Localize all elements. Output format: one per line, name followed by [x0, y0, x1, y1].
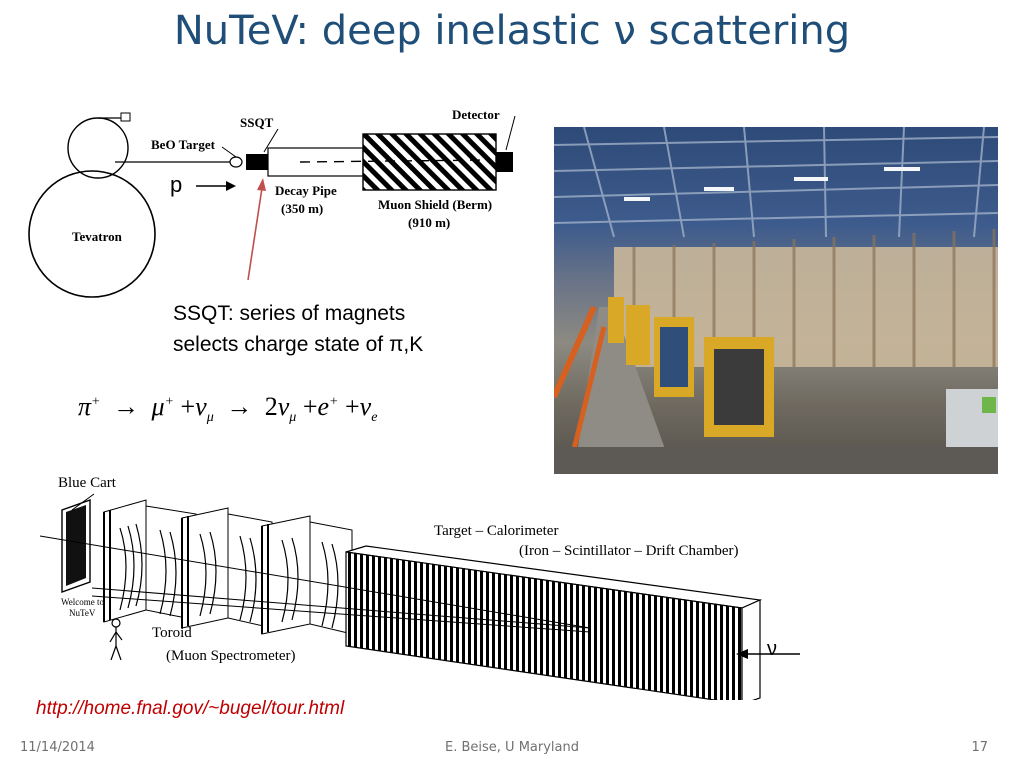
beamline-diagram: Tevatron BeO Target SSQT Detector p Deca…	[0, 0, 540, 320]
decay-equation: π+ → μ+ +νμ → 2νμ +e+ +νe	[78, 392, 377, 426]
eq-plus-3: +	[345, 392, 360, 421]
neutrino-beam-label: ν	[767, 638, 777, 660]
eq-nu-3: ν	[359, 392, 372, 421]
eq-plus-1: +	[180, 392, 196, 421]
proton-label: p	[170, 172, 183, 197]
eq-arrow-2: →	[226, 392, 253, 421]
eq-mu-charge: +	[164, 394, 174, 410]
tevatron-label: Tevatron	[72, 229, 122, 244]
muon-shield-label: Muon Shield (Berm)	[378, 197, 493, 212]
welcome-sign-line2: NuTeV	[69, 608, 96, 618]
nutev-detector-diagram: Blue Cart Target – Calorimeter (Iron – S…	[0, 470, 800, 700]
toroid-label: Toroid	[152, 625, 192, 641]
slide-title: NuTeV: deep inelastic ν scattering	[173, 8, 851, 54]
target-calorimeter-label: Target – Calorimeter	[434, 523, 559, 539]
welcome-sign-line1: Welcome to	[61, 597, 105, 607]
eq-e: e	[317, 392, 330, 421]
calorimeter-parts-label: (Iron – Scintillator – Drift Chamber)	[519, 543, 739, 559]
ssqt-note: SSQT: series of magnets selects charge s…	[173, 298, 423, 360]
eq-plus-2: +	[302, 392, 318, 421]
decay-pipe-label: Decay Pipe	[275, 183, 337, 198]
nutev-detector-drawing	[39, 493, 800, 700]
muon-shield-length: (910 m)	[408, 215, 451, 230]
detector-label: Detector	[452, 107, 500, 122]
footer-page-number: 17	[971, 740, 988, 755]
detector-hall-illustration	[554, 127, 998, 474]
eq-pi: π	[78, 392, 92, 421]
detector-hall-photo	[554, 127, 998, 474]
eq-nu-3-sub: e	[371, 410, 378, 426]
beamline-drawing	[28, 112, 516, 298]
eq-nu-2-sub: μ	[289, 410, 297, 426]
footer-date: 11/14/2014	[20, 740, 95, 755]
eq-nu-2: ν	[277, 392, 290, 421]
eq-nu-1: ν	[195, 392, 207, 421]
eq-two: 2	[264, 392, 278, 421]
footer-author: E. Beise, U Maryland	[445, 740, 579, 755]
eq-nu-1-sub: μ	[206, 410, 214, 426]
eq-mu: μ	[151, 392, 165, 421]
ssqt-note-line2: selects charge state of π,K	[173, 333, 424, 356]
eq-e-charge: +	[329, 394, 339, 410]
muon-spectrometer-label: (Muon Spectrometer)	[166, 648, 296, 664]
blue-cart-label: Blue Cart	[58, 475, 116, 491]
decay-pipe-length: (350 m)	[281, 201, 324, 216]
tour-link[interactable]: http://home.fnal.gov/~bugel/tour.html	[36, 698, 345, 719]
eq-arrow-1: →	[112, 392, 139, 421]
eq-pi-charge: +	[91, 394, 101, 410]
ssqt-label: SSQT	[240, 115, 274, 130]
ssqt-note-line1: SSQT: series of magnets	[173, 302, 406, 325]
beo-target-label: BeO Target	[151, 137, 215, 152]
